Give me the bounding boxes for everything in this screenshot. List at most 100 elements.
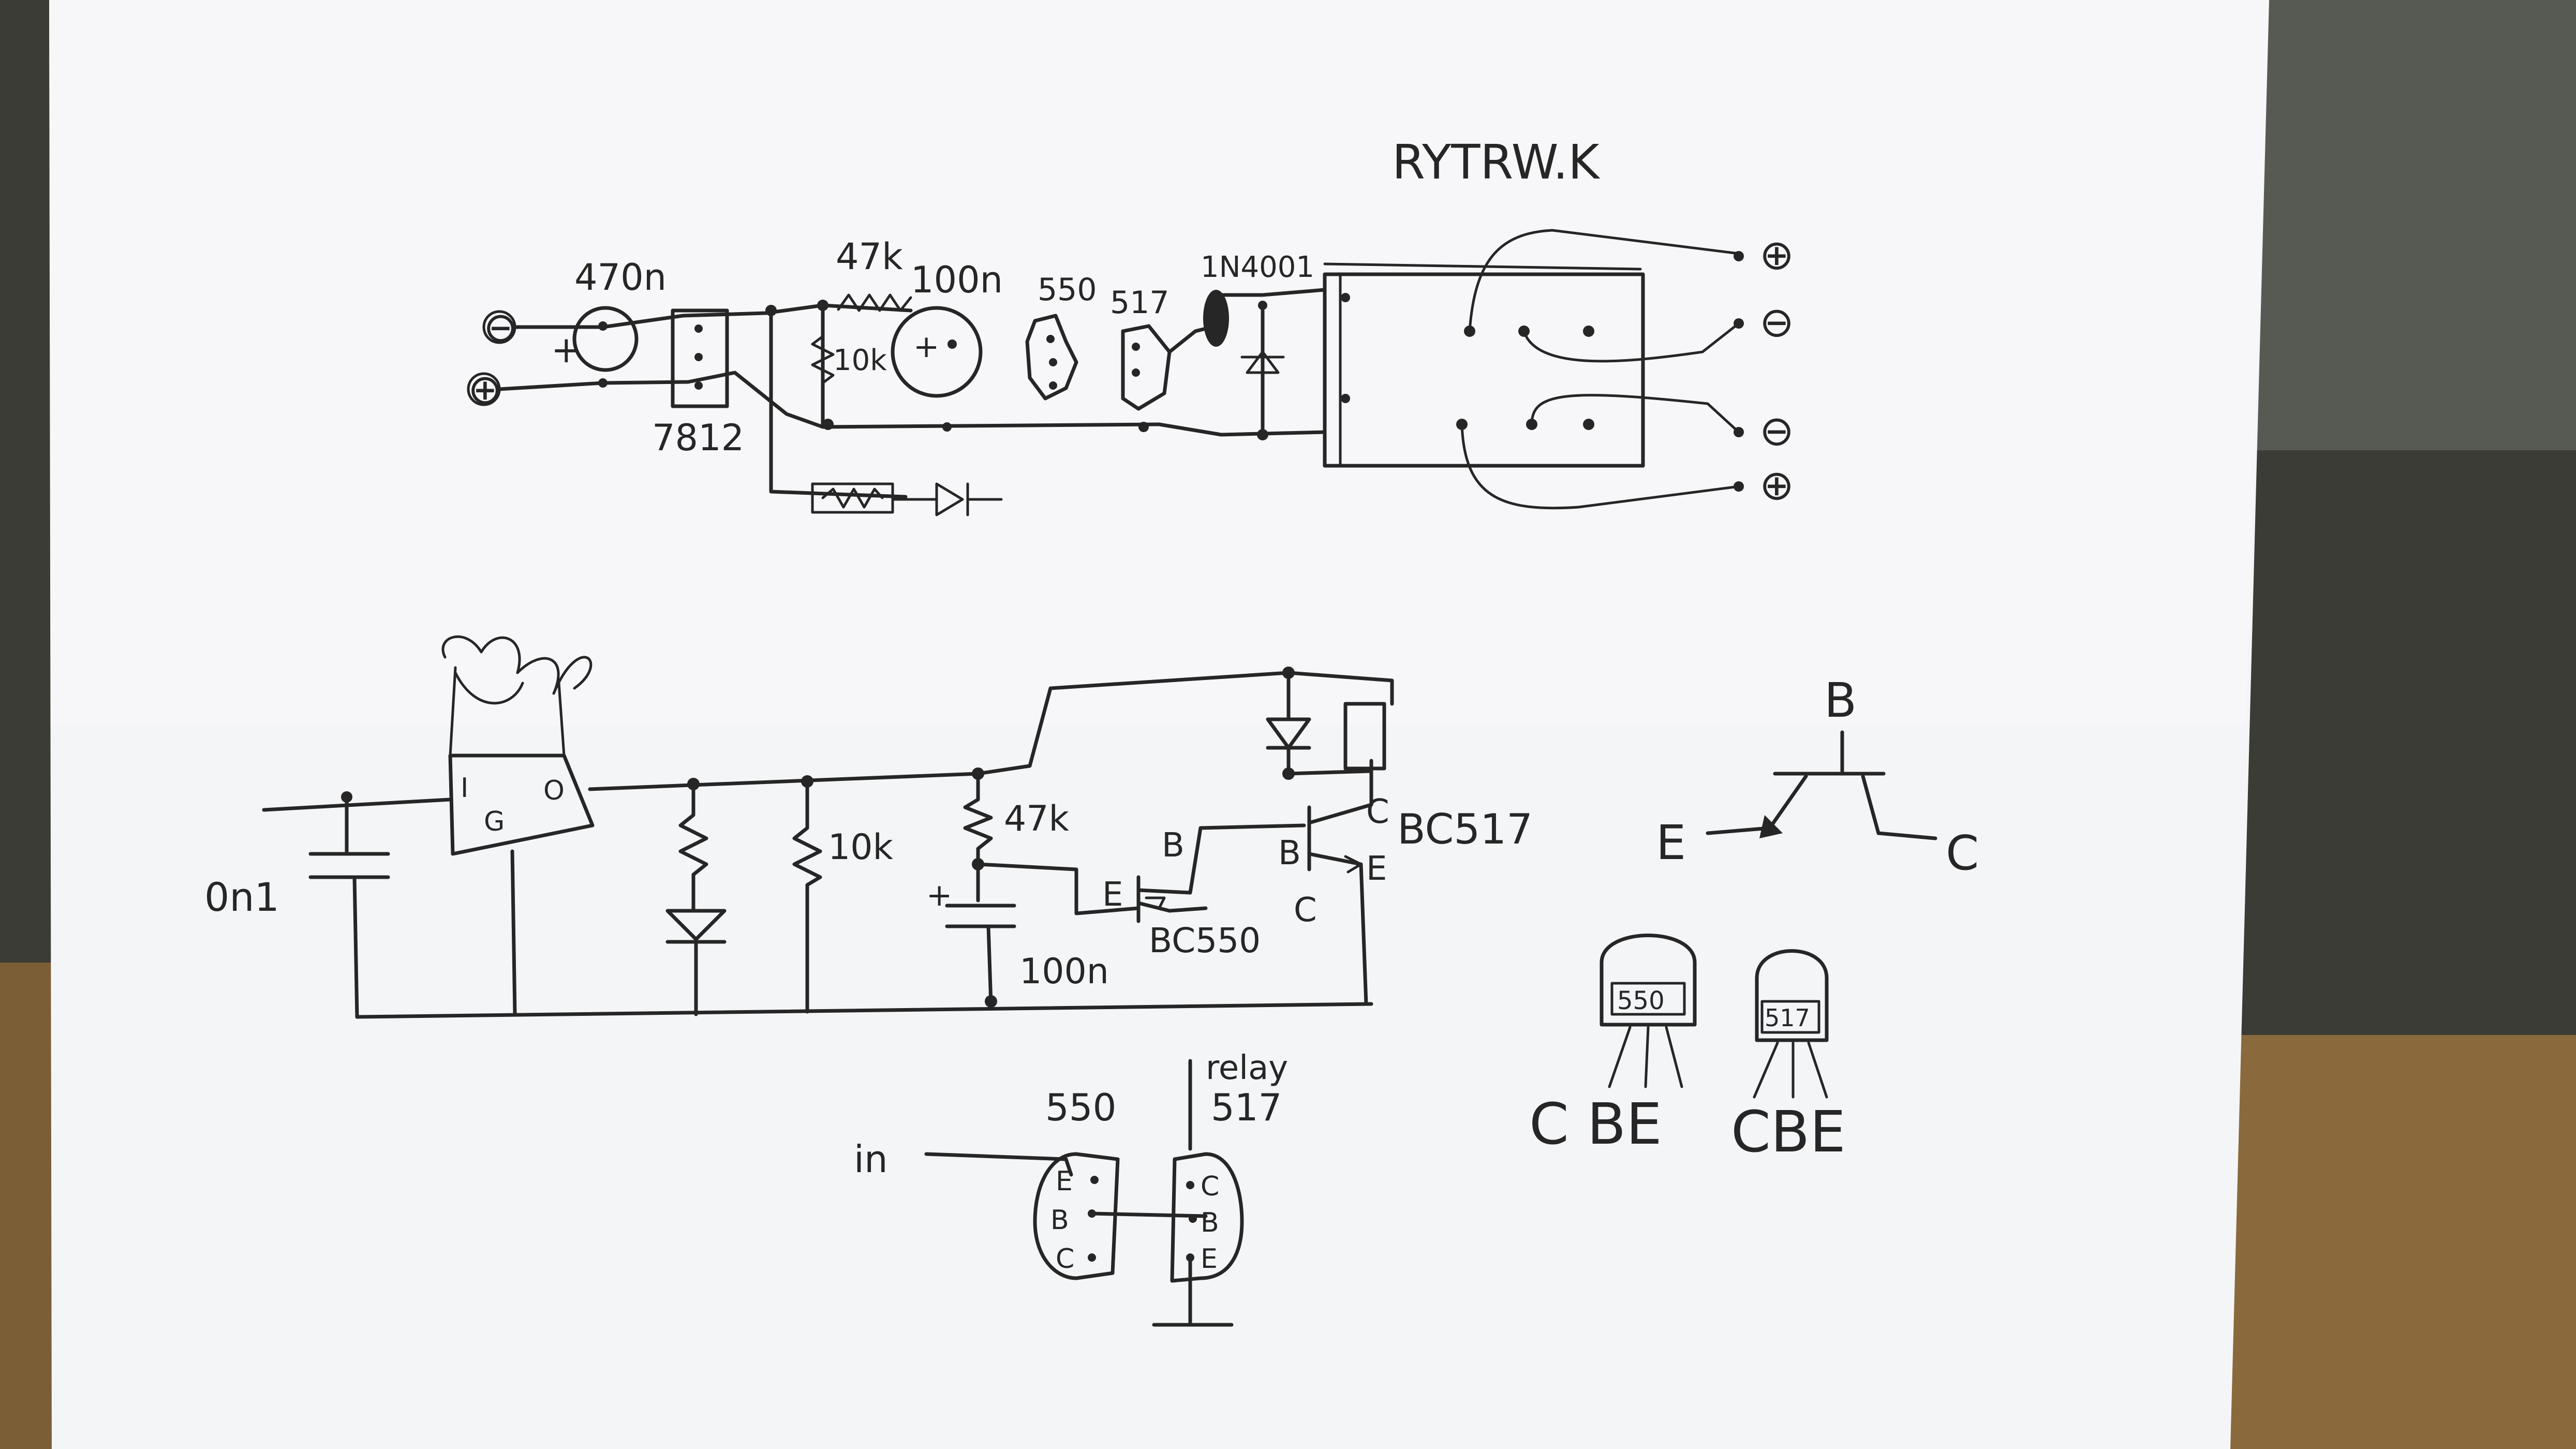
input-minus-label: ⊖ <box>483 303 518 351</box>
resistor-10k-label: 10k <box>833 344 887 377</box>
symbol-lines <box>1706 730 1937 840</box>
relay-frame-lines <box>1323 262 1645 467</box>
background-wall <box>2225 0 2576 450</box>
layout-550-pad-3 <box>1088 1253 1096 1262</box>
reg-ground-wire <box>510 849 517 1016</box>
led-diode <box>891 482 1003 516</box>
cap1-pin-b <box>598 378 608 388</box>
layout-517-pad-2 <box>1189 1215 1197 1223</box>
t1-pin-1 <box>1046 335 1055 343</box>
transistor-symbol: B E C <box>1656 673 1979 881</box>
t2-pin-1 <box>1132 343 1140 351</box>
transistor-550-footprint <box>1025 314 1078 401</box>
regulator-7812 <box>671 308 729 408</box>
bc550-emitter-wire <box>1136 823 1306 895</box>
resistor-10k-2 <box>792 779 822 1014</box>
package-517-label: 517 <box>1765 1004 1810 1032</box>
bc517-collector-label: C <box>1366 793 1389 831</box>
capacitor-470n-plus: + <box>551 329 582 371</box>
bc550-base-label: B <box>1162 826 1185 865</box>
output-terminal-2: ⊖ <box>1759 298 1794 346</box>
regulator-7812-label: 7812 <box>652 417 744 459</box>
wire-out-4 <box>1460 423 1740 510</box>
symbol-base-label: B <box>1824 673 1857 728</box>
wooden-desk <box>2215 1035 2576 1449</box>
cap-junction <box>341 791 352 803</box>
capacitor-470n <box>572 306 639 372</box>
layout-sketch: 550 517 relay in E B C C B E <box>854 1049 1288 1327</box>
input-plus-label: ⊕ <box>468 365 502 413</box>
wire-top-rail <box>513 303 913 329</box>
relay-coil-pin-a <box>1341 293 1350 302</box>
out-dot-4 <box>1734 481 1744 492</box>
cap1-pin-a <box>598 321 608 331</box>
output-terminal-4: ⊕ <box>1759 461 1794 509</box>
reg-pin-1-label: I <box>461 773 468 804</box>
capacitor-100n <box>891 306 983 398</box>
wire-ground-rail <box>355 1002 1373 1019</box>
capacitor-100n-2 <box>945 862 1016 1006</box>
out-dot-2 <box>1734 318 1744 329</box>
package-517 <box>1755 949 1829 1042</box>
package-550-leads <box>1608 1026 1683 1088</box>
junction-2 <box>817 300 828 311</box>
package-550-pins: C BE <box>1529 1091 1662 1157</box>
relay-pin-3 <box>1583 326 1594 337</box>
relay-box: ⊕ ⊖ ⊖ ⊕ <box>1323 229 1794 510</box>
resistor-10k <box>811 335 835 385</box>
package-517-leads <box>1753 1041 1828 1099</box>
package-550 <box>1600 934 1697 1027</box>
bc550-collector-label: C <box>1294 891 1317 929</box>
layout-517-label: 517 <box>1211 1086 1282 1129</box>
cap2-pin-a <box>948 339 957 349</box>
junction-e <box>985 995 997 1008</box>
resistor-10k-2-label: 10k <box>828 827 894 868</box>
wire-out-2 <box>1522 322 1740 363</box>
capacitor-100n-plus: + <box>913 329 939 365</box>
package-550-label: 550 <box>1617 986 1665 1015</box>
layout-550-label: 550 <box>1045 1086 1116 1129</box>
flyback-diode-2 <box>1266 717 1311 773</box>
bc517-name: BC517 <box>1397 805 1533 853</box>
layout-550-pin-e: E <box>1056 1166 1073 1197</box>
symbol-emitter-label: E <box>1656 815 1686 870</box>
diode-1n4001-body <box>1203 290 1229 347</box>
capacitor-100n-label: 100n <box>911 259 1003 301</box>
capacitor-0n1-label: 0n1 <box>204 874 279 920</box>
wire-base-link <box>1090 1211 1208 1218</box>
wire-relay-bottom <box>1157 422 1327 437</box>
relay-coil-pin-b <box>1341 394 1350 403</box>
paper-highlight <box>49 0 2269 724</box>
junction-1 <box>765 305 777 316</box>
layout-517-pin-c: C <box>1201 1171 1219 1202</box>
resistor-47k-label: 47k <box>836 235 903 278</box>
t1-pin-3 <box>1049 381 1057 390</box>
wire-out-3 <box>1530 394 1740 434</box>
reg-pin-3 <box>694 381 703 390</box>
diode-top-pin <box>1258 301 1267 310</box>
transistor-517-label: 517 <box>1110 285 1169 321</box>
relay-coil <box>1343 702 1386 771</box>
cap2-pin-b <box>942 422 952 432</box>
reg-pin-1 <box>694 324 703 333</box>
layout-550-pin-b: B <box>1050 1205 1069 1236</box>
wire-led-branch <box>769 308 908 499</box>
junction-3 <box>822 419 834 430</box>
power-supply-circuit: ⊖ ⊕ 470n + 7812 47k 10k + 1 <box>467 235 1327 516</box>
bc550-name: BC550 <box>1149 921 1261 960</box>
symbol-collector-label: C <box>1946 825 1979 881</box>
layout-550-pin-c: C <box>1056 1244 1074 1275</box>
resistor-47k-2-label: 47k <box>1004 799 1070 839</box>
layout-517-pin-e: E <box>1201 1244 1218 1275</box>
reg-pin-2-label: G <box>484 806 505 837</box>
layout-relay-label: relay <box>1206 1049 1288 1087</box>
layout-517-pad-1 <box>1186 1181 1194 1189</box>
symbol-arrow <box>1759 815 1783 838</box>
bc550-emitter-label: E <box>1102 876 1123 914</box>
layout-550-pad-1 <box>1090 1176 1099 1184</box>
resistor-branch <box>678 782 708 913</box>
layout-ground <box>1152 1255 1234 1327</box>
layout-in-label: in <box>854 1137 888 1181</box>
diode-1n4001-label: 1N4001 <box>1201 250 1314 284</box>
